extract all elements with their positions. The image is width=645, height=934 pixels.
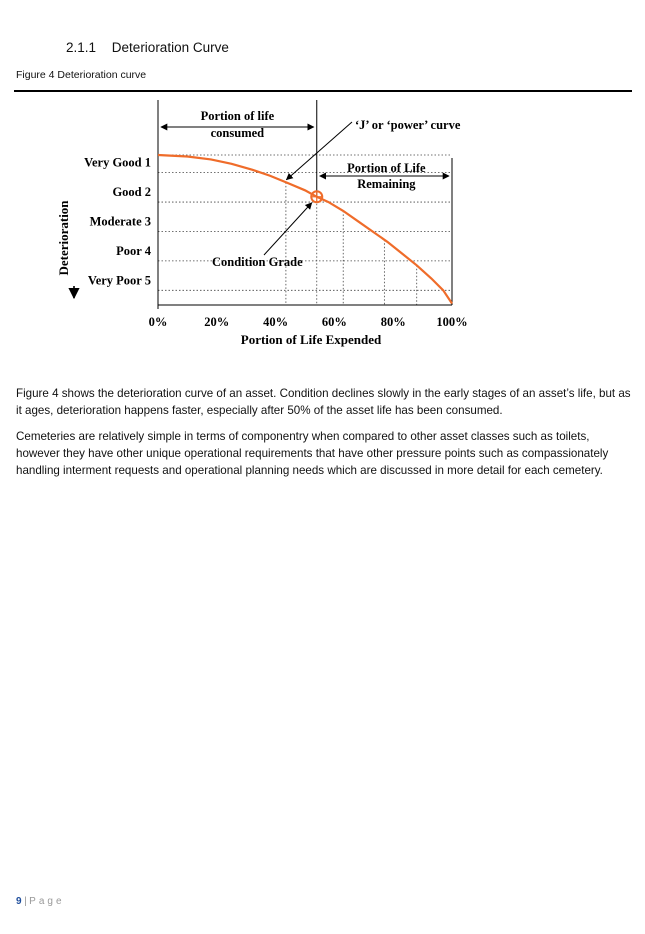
consumed-label-line1: Portion of life xyxy=(201,109,275,123)
section-title: Deterioration Curve xyxy=(111,40,229,55)
x-tick-label: 60% xyxy=(322,315,347,329)
condition-grade-label: Condition Grade xyxy=(212,255,303,269)
curve-pointer xyxy=(285,121,353,181)
condition-grade-pointer xyxy=(263,202,313,256)
deterioration-curve xyxy=(157,153,453,305)
footer-separator: | xyxy=(24,896,28,907)
x-tick-label: 80% xyxy=(381,315,406,329)
consumed-label-line2: consumed xyxy=(211,126,265,140)
x-axis-title: Portion of Life Expended xyxy=(241,332,382,347)
remaining-label-line1: Portion of Life xyxy=(347,161,426,175)
section-heading: 2.1.1 Deterioration Curve xyxy=(66,40,229,55)
x-tick-label: 100% xyxy=(436,315,467,329)
y-tick-label: Good 2 xyxy=(112,185,151,199)
page-word: Page xyxy=(29,896,65,907)
y-tick-label: Moderate 3 xyxy=(90,214,151,228)
x-tick-label: 40% xyxy=(263,315,288,329)
y-tick-label: Very Good 1 xyxy=(84,156,151,170)
paragraph-1: Figure 4 shows the deterioration curve o… xyxy=(16,387,631,417)
remaining-label-line2: Remaining xyxy=(357,177,416,191)
curve-label: ‘J’ or ‘power’ curve xyxy=(355,118,461,132)
y-tick-label: Poor 4 xyxy=(116,244,152,258)
page-number: 9 xyxy=(16,896,23,907)
y-tick-label: Very Poor 5 xyxy=(88,273,151,287)
x-tick-label: 0% xyxy=(149,315,168,329)
figure-caption: Figure 4 Deterioration curve xyxy=(16,69,147,81)
paragraph-2: Cemeteries are relatively simple in term… xyxy=(16,430,609,477)
caption-rule xyxy=(14,90,632,92)
x-tick-label: 20% xyxy=(204,315,229,329)
y-axis-title: Deterioration xyxy=(56,200,71,276)
page-footer: 9|Page xyxy=(16,896,65,907)
section-number: 2.1.1 xyxy=(66,40,97,55)
deterioration-chart: 0% 20% 40% 60% 80% 100% Portion of Life Expend… xyxy=(56,100,468,347)
